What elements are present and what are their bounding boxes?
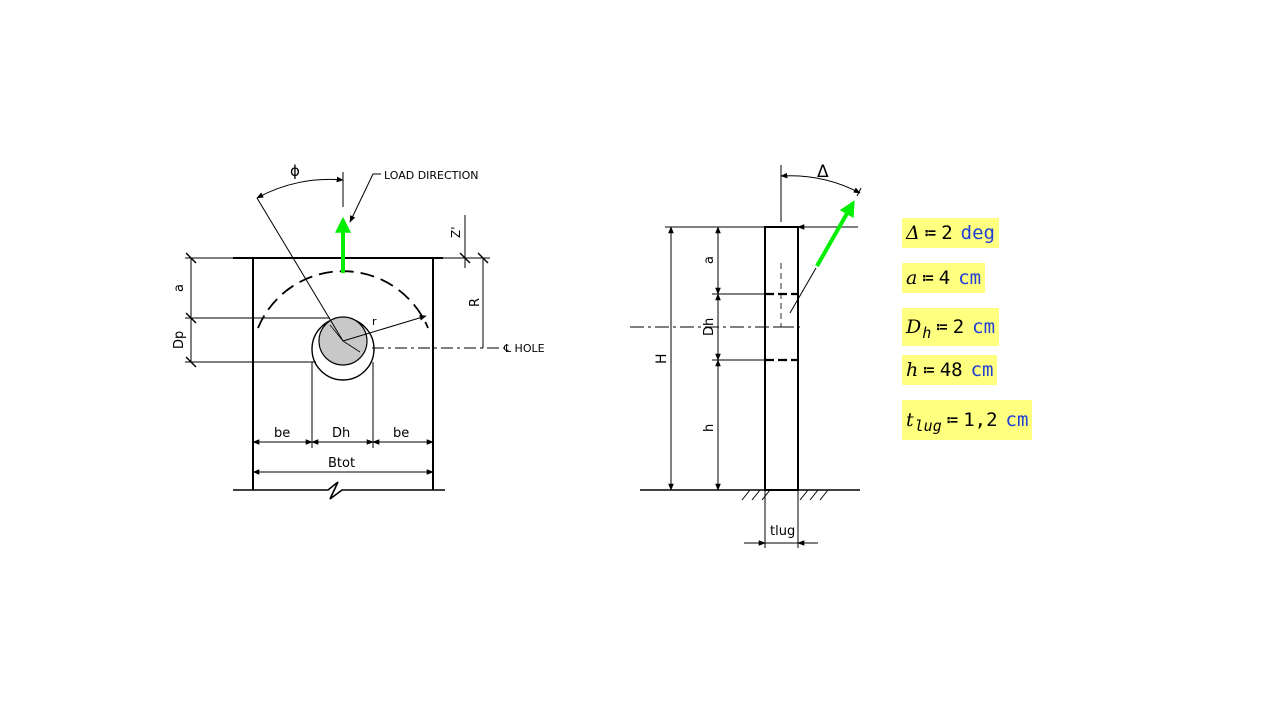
label-btot: Btot	[328, 456, 355, 471]
load-arrow-side	[815, 200, 855, 267]
param-tlug: t lug ≔ 1,2 cm	[902, 400, 1033, 440]
label-dh: Dh	[332, 426, 350, 441]
param-assign: ≔	[936, 316, 948, 338]
label-side-h-small: h	[702, 424, 717, 432]
label-tlug: tlug	[770, 524, 795, 539]
param-value: 1,2	[963, 409, 998, 431]
front-view-labels: ϕ LOAD DIRECTION Z' R a Dp r ℄ HOLE be D…	[172, 162, 545, 471]
side-view	[630, 165, 862, 548]
pin-line-2	[342, 340, 361, 353]
label-side-h-big: H	[654, 353, 670, 364]
param-unit: cm	[958, 267, 982, 289]
label-r-small: r	[372, 315, 377, 328]
param-value: 48	[939, 359, 963, 381]
label-phi: ϕ	[290, 162, 300, 180]
param-assign: ≔	[923, 359, 935, 381]
param-symbol: h	[906, 359, 919, 381]
delta-arc	[780, 172, 861, 194]
param-symbol: a	[906, 267, 918, 289]
param-value: 2	[941, 222, 953, 244]
label-dp: Dp	[172, 331, 187, 349]
param-symbol: Δ	[906, 222, 920, 244]
param-h: h ≔ 48 cm	[902, 355, 998, 385]
param-value: 2	[952, 316, 965, 338]
param-unit: cm	[1005, 409, 1029, 431]
label-hole: ℄ HOLE	[503, 342, 545, 355]
r-radius-line	[342, 315, 427, 342]
label-be-left: be	[274, 426, 290, 441]
ground-hatch	[741, 489, 829, 501]
phi-radial-line	[256, 197, 344, 342]
param-unit: cm	[972, 316, 996, 338]
label-load-direction: LOAD DIRECTION	[384, 169, 479, 182]
label-a: a	[172, 284, 187, 292]
label-r-big: R	[468, 298, 483, 307]
param-subscript: h	[922, 324, 932, 342]
label-be-right: be	[393, 426, 409, 441]
param-assign: ≔	[924, 222, 937, 244]
load-direction-leader	[349, 173, 381, 223]
param-value: 4	[938, 267, 951, 289]
param-assign: ≔	[946, 409, 959, 431]
param-symbol: t	[906, 409, 914, 431]
param-unit: cm	[970, 359, 994, 381]
param-subscript: lug	[914, 417, 942, 435]
lug-side-body	[764, 226, 799, 491]
label-delta: Δ	[817, 162, 829, 182]
param-dh: D h ≔ 2 cm	[902, 308, 1000, 346]
label-z: Z'	[449, 226, 463, 238]
param-delta: Δ ≔ 2 deg	[902, 218, 999, 248]
param-a: a ≔ 4 cm	[902, 263, 986, 293]
label-side-dh: Dh	[702, 318, 717, 336]
base-break-line	[233, 481, 445, 500]
side-view-labels: Δ a Dh H h tlug	[654, 162, 829, 539]
param-assign: ≔	[922, 267, 934, 289]
param-unit: deg	[960, 222, 995, 244]
param-symbol: D	[906, 316, 922, 338]
label-side-a: a	[702, 256, 717, 264]
front-view	[185, 172, 505, 500]
phi-arc	[256, 176, 344, 199]
